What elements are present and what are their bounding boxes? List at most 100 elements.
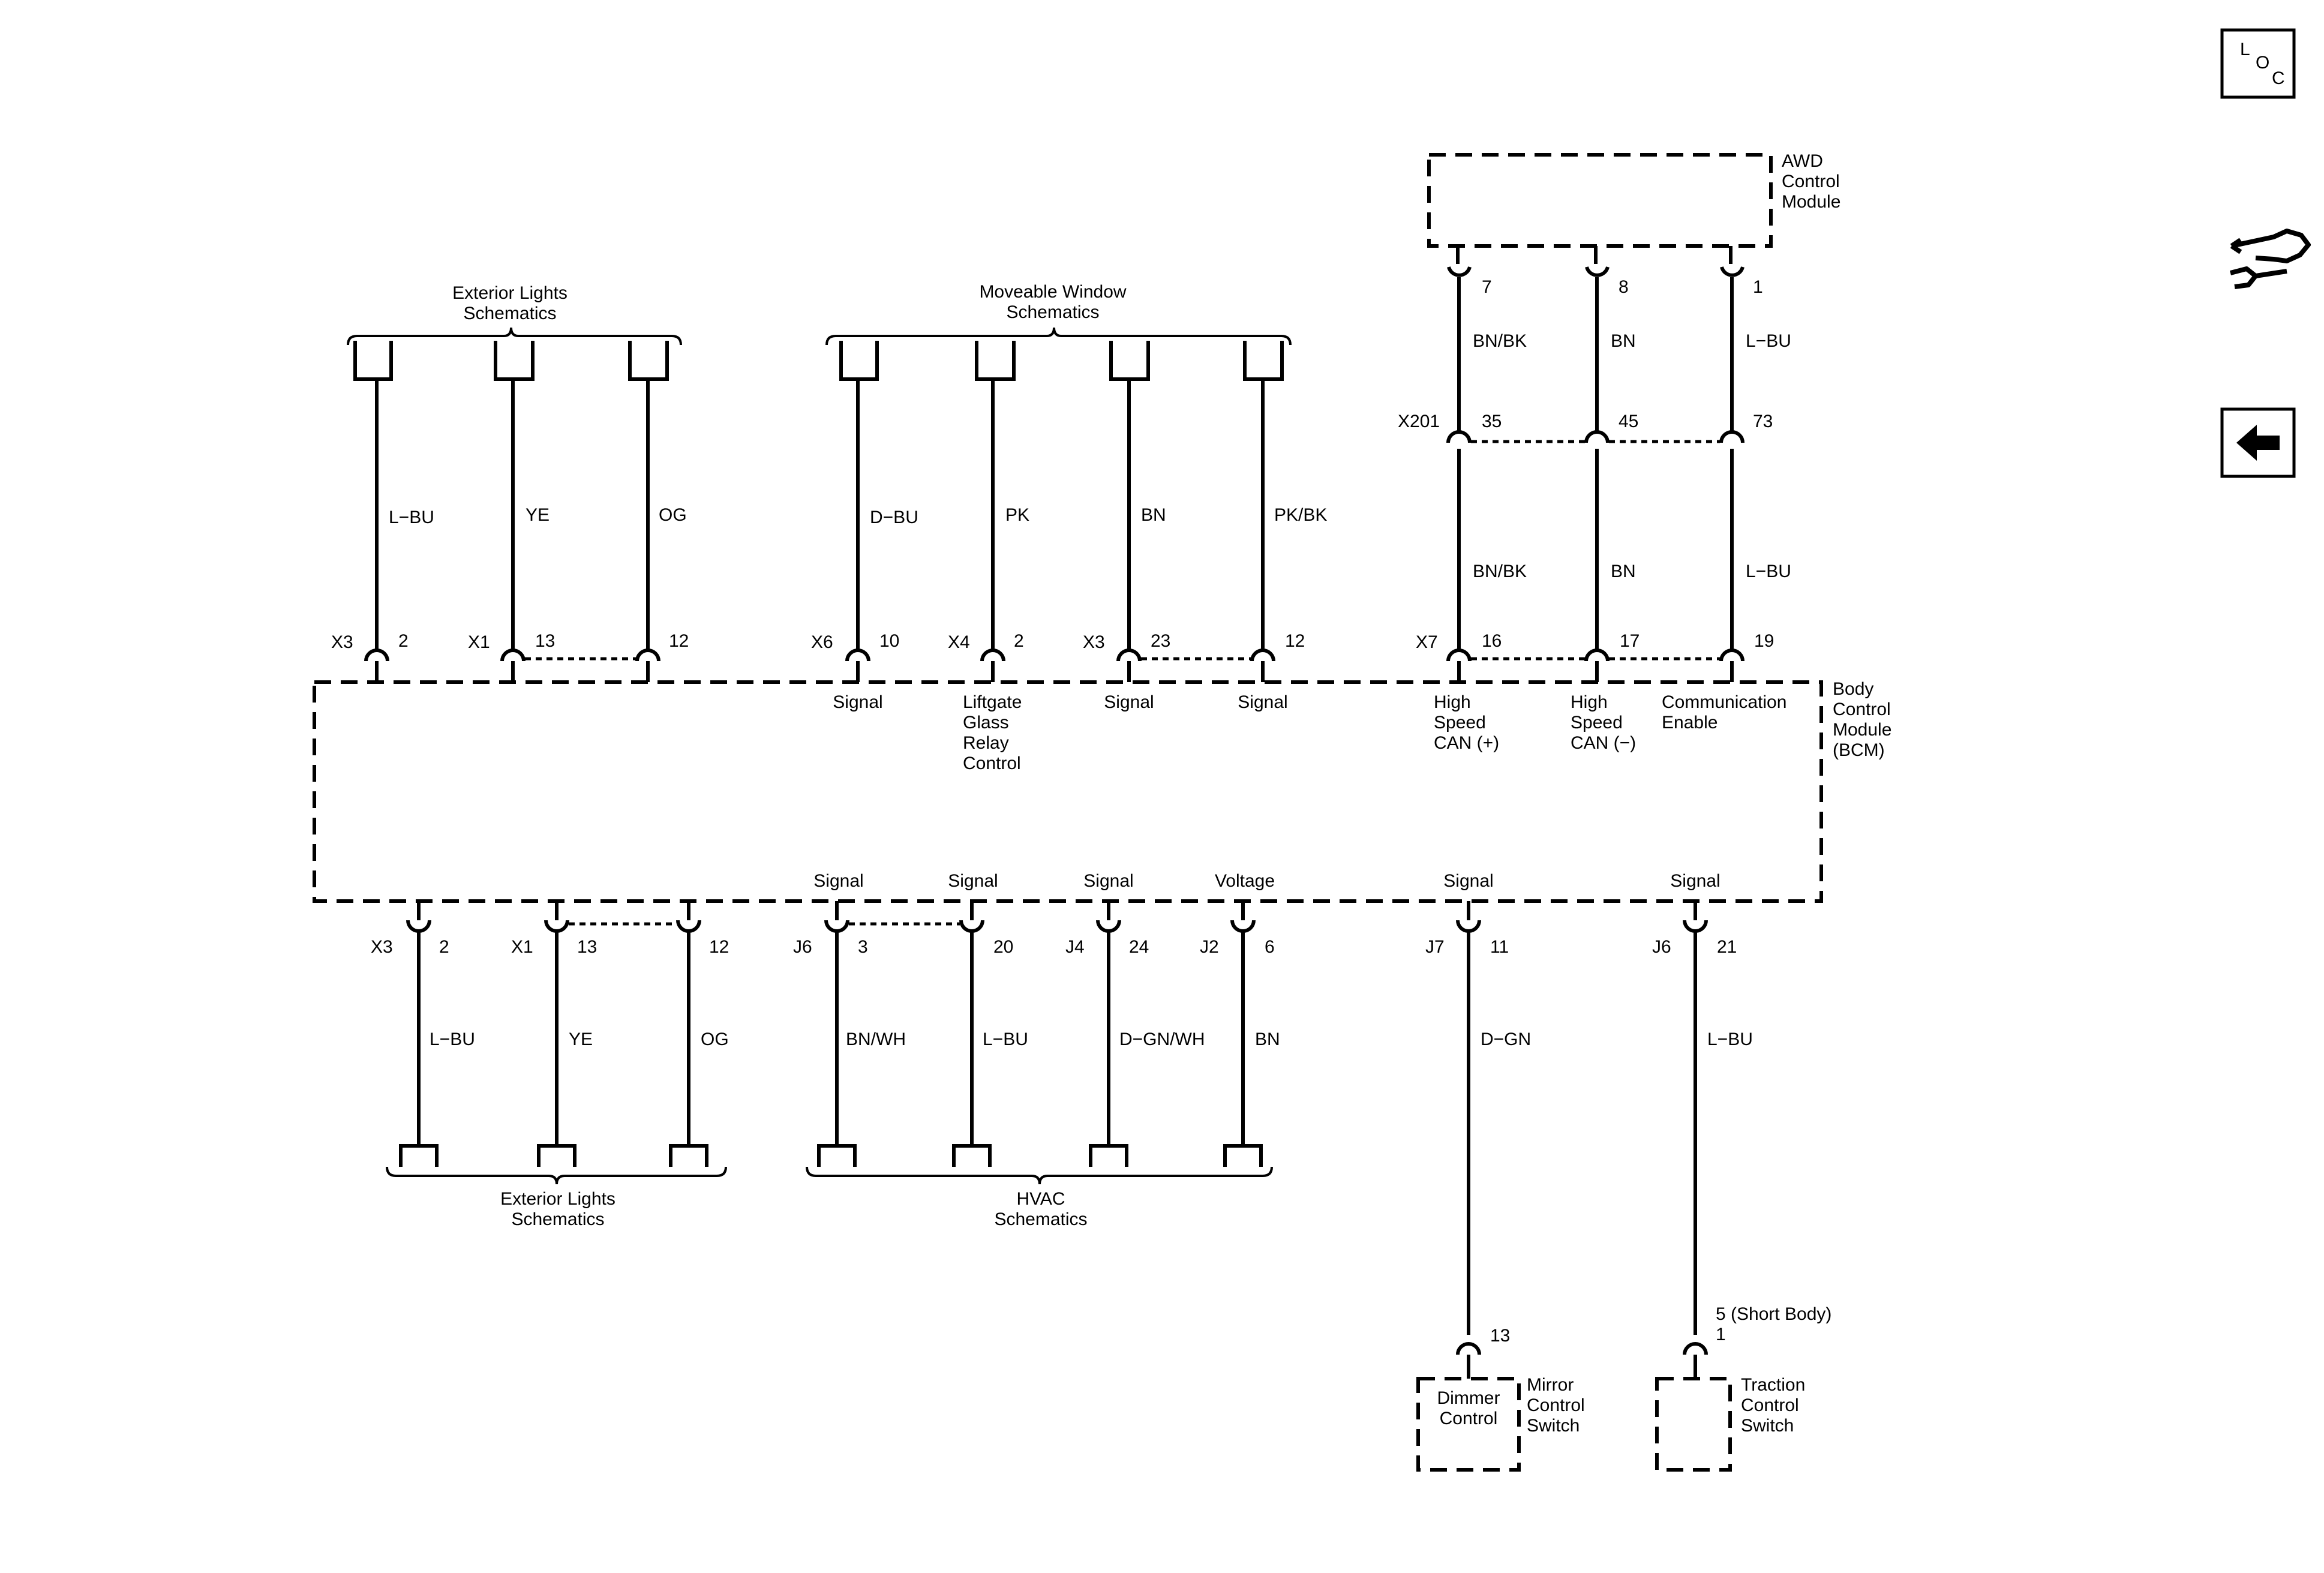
wire-bot-2: YE xyxy=(569,1029,593,1049)
awd-label-2: Control xyxy=(1782,172,1840,191)
conn-top-x6: X6 xyxy=(811,632,833,652)
awd-pin-8: 8 xyxy=(1619,277,1629,297)
conn-top-x7: X7 xyxy=(1416,632,1438,652)
sig-top-2-l3: Relay xyxy=(963,733,1009,753)
sig-bot-5: Signal xyxy=(1443,871,1493,891)
body-control-module: Body Control Module (BCM) xyxy=(313,679,1891,903)
awd-label-3: Module xyxy=(1782,192,1840,212)
bcm-bottom-pins: X3 X1 J6 J4 J2 J7 J6 2 13 12 3 20 24 6 1… xyxy=(371,901,1737,957)
pin-bot-8: 11 xyxy=(1490,937,1509,957)
awd-pin-7: 7 xyxy=(1482,277,1492,297)
sig-top-3: Signal xyxy=(1104,692,1154,712)
group-exterior-lights-top: Exterior Lights Schematics xyxy=(347,283,682,381)
location-button[interactable]: L O C xyxy=(2220,28,2296,99)
wire-awd-lower-2: BN xyxy=(1611,562,1636,581)
mirror-pin-13: 13 xyxy=(1490,1326,1510,1346)
wire-bot-1: L−BU xyxy=(430,1029,475,1049)
awd-upper-wires: BN/BK BN L−BU xyxy=(1457,277,1791,432)
ext-bot-label-2: Schematics xyxy=(511,1209,604,1229)
mirror-label-2: Control xyxy=(1527,1395,1585,1415)
conn-bot-j6-a: J6 xyxy=(793,937,812,957)
ext-top-label-2: Schematics xyxy=(463,304,556,323)
pin-top-6: 23 xyxy=(1151,631,1170,651)
conn-top-x3-a: X3 xyxy=(331,632,353,652)
sig-top-6-l2: Speed xyxy=(1571,713,1623,733)
conn-top-x1: X1 xyxy=(468,632,490,652)
conn-bot-j6-b: J6 xyxy=(1652,937,1671,957)
traction-pin-1: 1 xyxy=(1716,1325,1726,1344)
bcm-label-1: Body xyxy=(1833,679,1873,699)
window-label-2: Schematics xyxy=(1006,302,1099,322)
dimmer-label-1: Dimmer xyxy=(1437,1388,1500,1408)
x201-pin-73: 73 xyxy=(1753,412,1773,431)
group-hvac: HVAC Schematics xyxy=(806,1144,1273,1229)
mirror-label-3: Switch xyxy=(1527,1416,1580,1436)
pin-bot-9: 21 xyxy=(1717,937,1737,957)
awd-pin-1: 1 xyxy=(1753,277,1763,297)
sig-top-5-l1: High xyxy=(1434,692,1471,712)
wire-top-6: BN xyxy=(1141,505,1166,525)
sig-top-6-l1: High xyxy=(1571,692,1608,712)
pin-top-1: 2 xyxy=(398,631,409,651)
group-exterior-lights-bottom: Exterior Lights Schematics xyxy=(386,1144,727,1229)
wire-awd-upper-2: BN xyxy=(1611,331,1636,351)
pin-top-9: 17 xyxy=(1620,631,1640,651)
pin-bot-4: 3 xyxy=(858,937,868,957)
wire-top-5: PK xyxy=(1005,505,1029,525)
wire-awd-lower-3: L−BU xyxy=(1746,562,1791,581)
sig-bot-3: Signal xyxy=(1083,871,1133,891)
sig-bot-6: Signal xyxy=(1670,871,1720,891)
pin-bot-2: 13 xyxy=(577,937,597,957)
component-link-icon[interactable] xyxy=(2229,229,2311,289)
wire-top-1: L−BU xyxy=(389,508,434,527)
arrow-left-icon xyxy=(2236,425,2280,461)
ext-top-label-1: Exterior Lights xyxy=(452,283,568,303)
conn-bot-j4: J4 xyxy=(1065,937,1085,957)
hvac-label-2: Schematics xyxy=(994,1209,1087,1229)
mirror-label-1: Mirror xyxy=(1527,1375,1574,1395)
hvac-label-1: HVAC xyxy=(1016,1189,1065,1209)
wire-bot-6: D−GN/WH xyxy=(1119,1029,1205,1049)
sig-top-5-l3: CAN (+) xyxy=(1434,733,1499,753)
sig-bot-4: Voltage xyxy=(1215,871,1275,891)
group-moveable-window: Moveable Window Schematics xyxy=(825,282,1292,381)
sig-top-2-l2: Glass xyxy=(963,713,1009,733)
dimmer-label-2: Control xyxy=(1440,1409,1498,1428)
pin-top-3: 12 xyxy=(669,631,689,651)
wire-bot-9: L−BU xyxy=(1707,1029,1753,1049)
pin-bot-1: 2 xyxy=(439,937,449,957)
pin-top-2: 13 xyxy=(535,631,555,651)
pin-bot-6: 24 xyxy=(1129,937,1149,957)
top-wires: L−BU YE OG D−BU PK BN PK/BK xyxy=(375,379,1327,651)
traction-pin-short-body: 5 (Short Body) xyxy=(1716,1304,1831,1324)
wire-bot-3: OG xyxy=(701,1029,729,1049)
sig-bot-1: Signal xyxy=(813,871,863,891)
traction-label-1: Traction xyxy=(1741,1375,1805,1395)
conn-bot-j7: J7 xyxy=(1425,937,1445,957)
awd-pins: 7 8 1 xyxy=(1447,246,1763,297)
awd-label-1: AWD xyxy=(1782,151,1823,171)
loc-letter-c: C xyxy=(2272,68,2285,88)
loc-letter-o: O xyxy=(2256,53,2269,73)
pin-top-5: 2 xyxy=(1014,631,1024,651)
wire-awd-upper-3: L−BU xyxy=(1746,331,1791,351)
bcm-label-2: Control xyxy=(1833,700,1891,719)
wire-bot-8: D−GN xyxy=(1481,1029,1531,1049)
mirror-control-switch: 13 Dimmer Control Mirror Control Switch xyxy=(1416,1326,1585,1472)
pin-top-7: 12 xyxy=(1285,631,1305,651)
sig-top-5-l2: Speed xyxy=(1434,713,1486,733)
traction-label-3: Switch xyxy=(1741,1416,1794,1436)
traction-control-switch: 5 (Short Body) 1 Traction Control Switch xyxy=(1655,1304,1831,1472)
x201-pin-45: 45 xyxy=(1619,412,1638,431)
conn-top-x3-b: X3 xyxy=(1083,632,1105,652)
bcm-top-signal-labels: Signal Liftgate Glass Relay Control Sign… xyxy=(833,692,1786,773)
conn-top-x4: X4 xyxy=(948,632,970,652)
wire-top-4: D−BU xyxy=(870,508,918,527)
x201-label: X201 xyxy=(1398,412,1440,431)
pin-bot-5: 20 xyxy=(993,937,1013,957)
wire-top-7: PK/BK xyxy=(1274,505,1327,525)
awd-control-module: AWD Control Module xyxy=(1427,151,1840,248)
window-label-1: Moveable Window xyxy=(979,282,1126,302)
back-button[interactable] xyxy=(2220,407,2296,478)
